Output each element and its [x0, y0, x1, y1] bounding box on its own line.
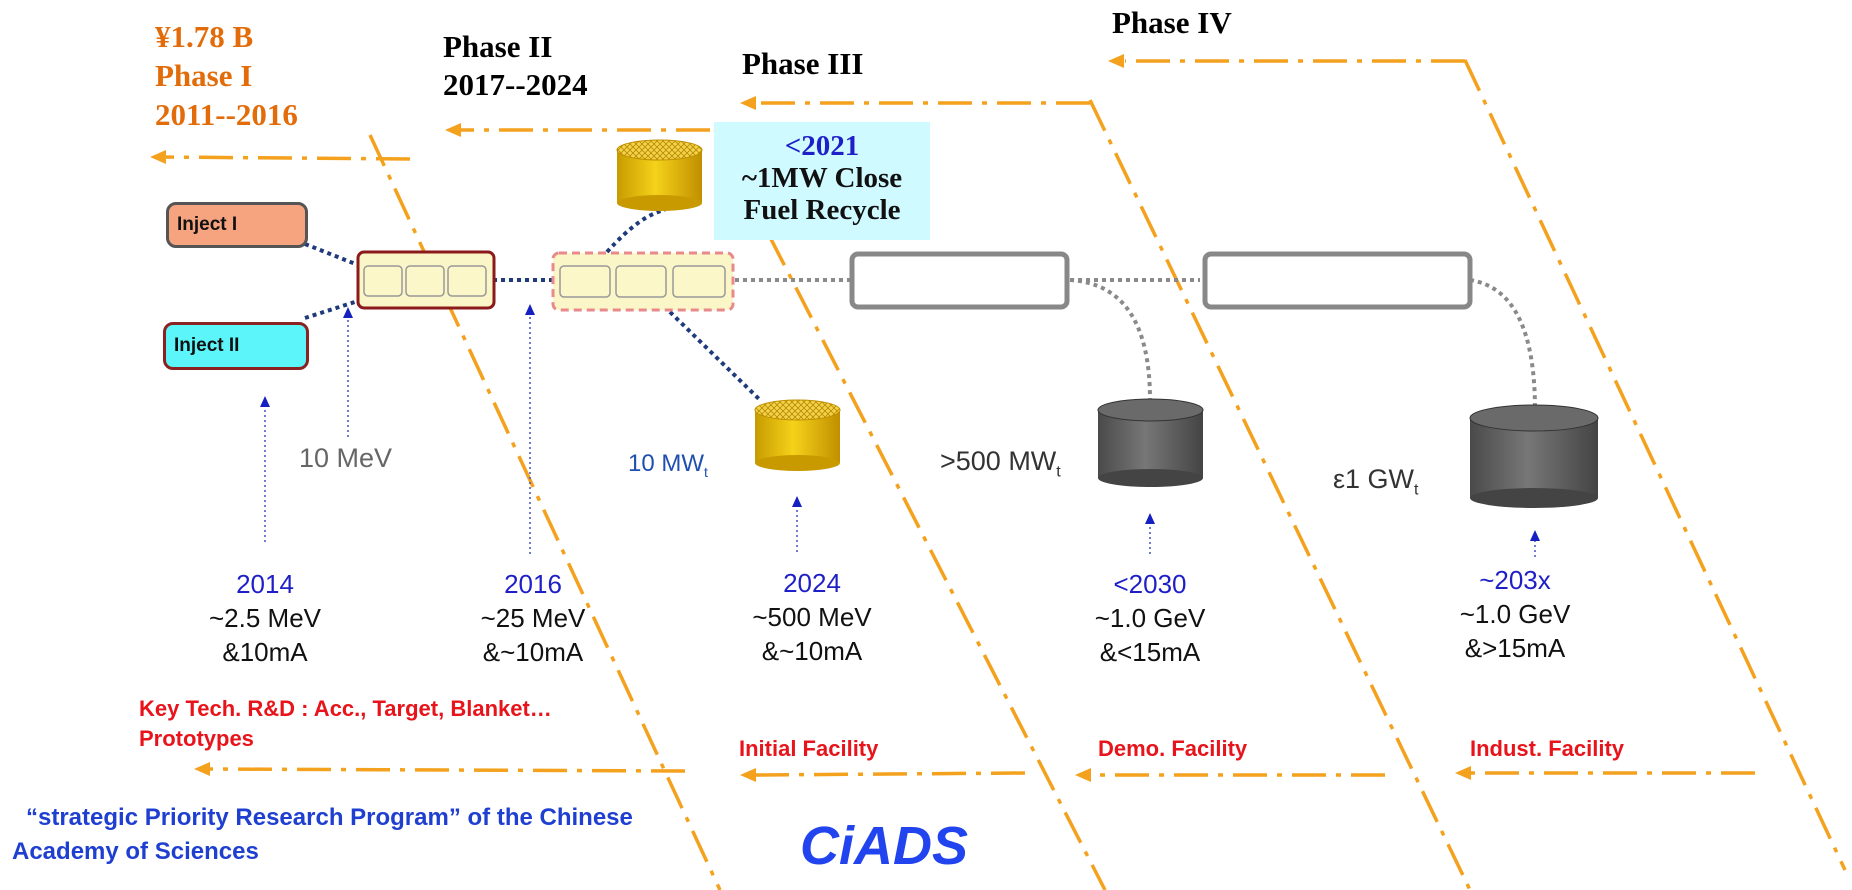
demo-reactor-connector — [1069, 278, 1152, 401]
phase3-name: Phase III — [742, 46, 864, 81]
initial-facility-label: Initial Facility — [739, 736, 879, 761]
inject1-label: Inject I — [177, 214, 238, 235]
phase4-name: Phase IV — [1112, 5, 1232, 40]
cylinder-bottom-connector — [668, 310, 762, 402]
pointer-arrowhead — [1145, 513, 1155, 524]
program-line2: Academy of Sciences — [12, 838, 259, 865]
indust-arrowhead — [1455, 766, 1471, 780]
phase1-arrowhead — [150, 150, 166, 164]
phase-boundary-line — [713, 129, 1107, 890]
pointer-arrowhead — [1530, 530, 1540, 541]
phase2-name: Phase II — [443, 29, 553, 64]
callout-line1: ~1MW Close — [741, 162, 903, 194]
rd-arrow-line — [209, 767, 686, 773]
linac-phase3 — [849, 251, 1070, 310]
callout-year: <2021 — [784, 130, 860, 162]
phase-boundary-line — [1463, 59, 1847, 871]
initial-reactor-cylinder — [754, 399, 841, 471]
demo-reactor-cylinder — [1097, 398, 1204, 487]
inject1-box: Inject I — [166, 202, 308, 248]
cylinder-top-connector — [605, 208, 666, 254]
demo-facility-label: Demo. Facility — [1098, 736, 1248, 761]
phase1-cost: ¥1.78 B — [155, 19, 254, 54]
milestone-2024: 2024 ~500 MeV &~10mA — [752, 568, 872, 666]
indust-reactor-connector — [1469, 278, 1537, 411]
phase1-years: 2011--2016 — [155, 97, 298, 132]
rd-stage-label: Key Tech. R&D : Acc., Target, Blanket… — [139, 696, 552, 721]
initial-power-label: 10 MWt — [628, 450, 708, 480]
linac-phase4 — [1202, 251, 1473, 310]
milestone-2016: 2016 ~25 MeV &~10mA — [480, 569, 586, 667]
pointer-arrowhead — [525, 304, 535, 315]
inject2-box: Inject II — [163, 322, 309, 370]
phase1-arrow-line — [159, 155, 411, 161]
ciads-logo: CiADS — [800, 816, 969, 876]
pointer-arrowhead — [343, 307, 353, 318]
callout-line2: Fuel Recycle — [743, 194, 901, 226]
linac-phase2 — [551, 251, 735, 312]
close-fuel-recycle-callout: <2021 ~1MW Close Fuel Recycle — [714, 122, 930, 240]
phase1-name: Phase I — [155, 58, 253, 93]
pointer-arrowhead — [792, 496, 802, 507]
fuel-recycle-cylinder — [616, 139, 703, 211]
rd-arrowhead — [194, 762, 210, 776]
initial-arrowhead — [740, 768, 756, 782]
prototypes-stage-label: Prototypes — [139, 726, 254, 751]
milestone-203x: ~203x ~1.0 GeV &>15mA — [1459, 565, 1571, 663]
demo-arrowhead — [1075, 768, 1091, 782]
phase4-arrowhead — [1108, 54, 1124, 68]
indust-reactor-cylinder — [1469, 404, 1599, 508]
inject2-connector — [304, 299, 359, 320]
program-line1: “strategic Priority Research Program” of… — [26, 804, 633, 831]
phase-boundary-line — [368, 134, 722, 890]
indust-facility-label: Indust. Facility — [1470, 736, 1625, 761]
phase2-arrowhead — [445, 123, 461, 137]
milestone-2014: 2014 ~2.5 MeV &10mA — [208, 569, 321, 667]
phase-boundary-line — [1088, 99, 1472, 890]
inject2-label: Inject II — [174, 335, 240, 356]
initial-arrow-line — [754, 771, 1026, 777]
milestone-2030: <2030 ~1.0 GeV &<15mA — [1094, 569, 1206, 667]
indust-power-label: ε1 GWt — [1333, 464, 1419, 499]
demo-power-label: >500 MWt — [940, 446, 1061, 481]
injector-energy-label: 10 MeV — [299, 443, 393, 473]
pointer-arrowhead — [260, 396, 270, 407]
phase2-years: 2017--2024 — [443, 67, 588, 102]
phase3-arrowhead — [740, 96, 756, 110]
inject1-connector — [304, 242, 359, 267]
linac-phase1 — [356, 250, 496, 310]
